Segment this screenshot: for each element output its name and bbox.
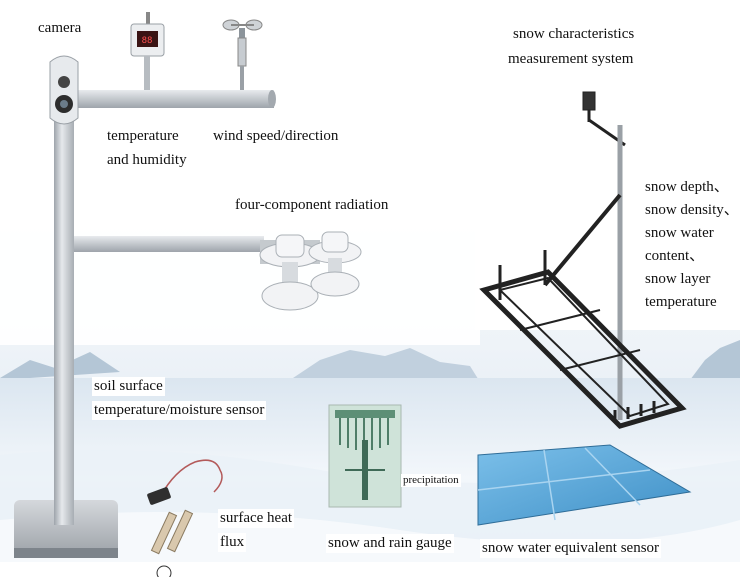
lower-arm — [74, 236, 264, 252]
upper-arm — [74, 90, 274, 108]
swe-panel-icon — [477, 444, 692, 526]
thermometer-display-icon: 88 — [130, 12, 165, 90]
pole-base — [14, 500, 118, 558]
snow-params-line3: snow water — [645, 225, 714, 241]
svg-text:88: 88 — [142, 36, 153, 46]
snow-system-label-line2: measurement system — [508, 51, 634, 67]
snow-params-line5: snow layer — [645, 271, 711, 287]
heat-flux-plate-icon — [150, 509, 194, 555]
soil-sensor-label-line2: temperature/moisture sensor — [92, 401, 267, 420]
mountain-right — [690, 340, 740, 382]
precipitation-label: precipitation — [401, 474, 461, 487]
main-pole — [54, 80, 74, 525]
snow-params-line2: snow density、 — [645, 202, 739, 218]
snow-params-line1: snow depth、 — [645, 179, 729, 195]
soil-sensor-label-line1: soil surface — [92, 377, 165, 396]
soil-sensor-icon — [147, 459, 223, 505]
wind-label: wind speed/direction — [213, 128, 339, 144]
radiometer-icon — [259, 231, 362, 311]
heat-flux-label-line1: surface heat — [218, 509, 295, 528]
anemometer-icon — [222, 19, 263, 90]
camera-label: camera — [38, 20, 82, 36]
camera-icon — [49, 55, 79, 125]
rain-gauge-icon — [328, 404, 402, 508]
temp-humidity-label-line1: temperature — [107, 128, 179, 144]
heat-flux-label-line2: flux — [218, 533, 247, 552]
mountain-center — [290, 348, 480, 382]
temp-humidity-label-line2: and humidity — [107, 152, 187, 168]
snow-params-line4: content、 — [645, 248, 705, 264]
gauge-label: snow and rain gauge — [326, 534, 454, 553]
snow-system-label-line1: snow characteristics — [513, 26, 635, 42]
swe-sensor-label: snow water equivalent sensor — [480, 539, 662, 558]
snow-params-line6: temperature — [645, 294, 717, 310]
snow-frame-icon — [479, 91, 687, 429]
radiation-label: four-component radiation — [235, 197, 389, 213]
